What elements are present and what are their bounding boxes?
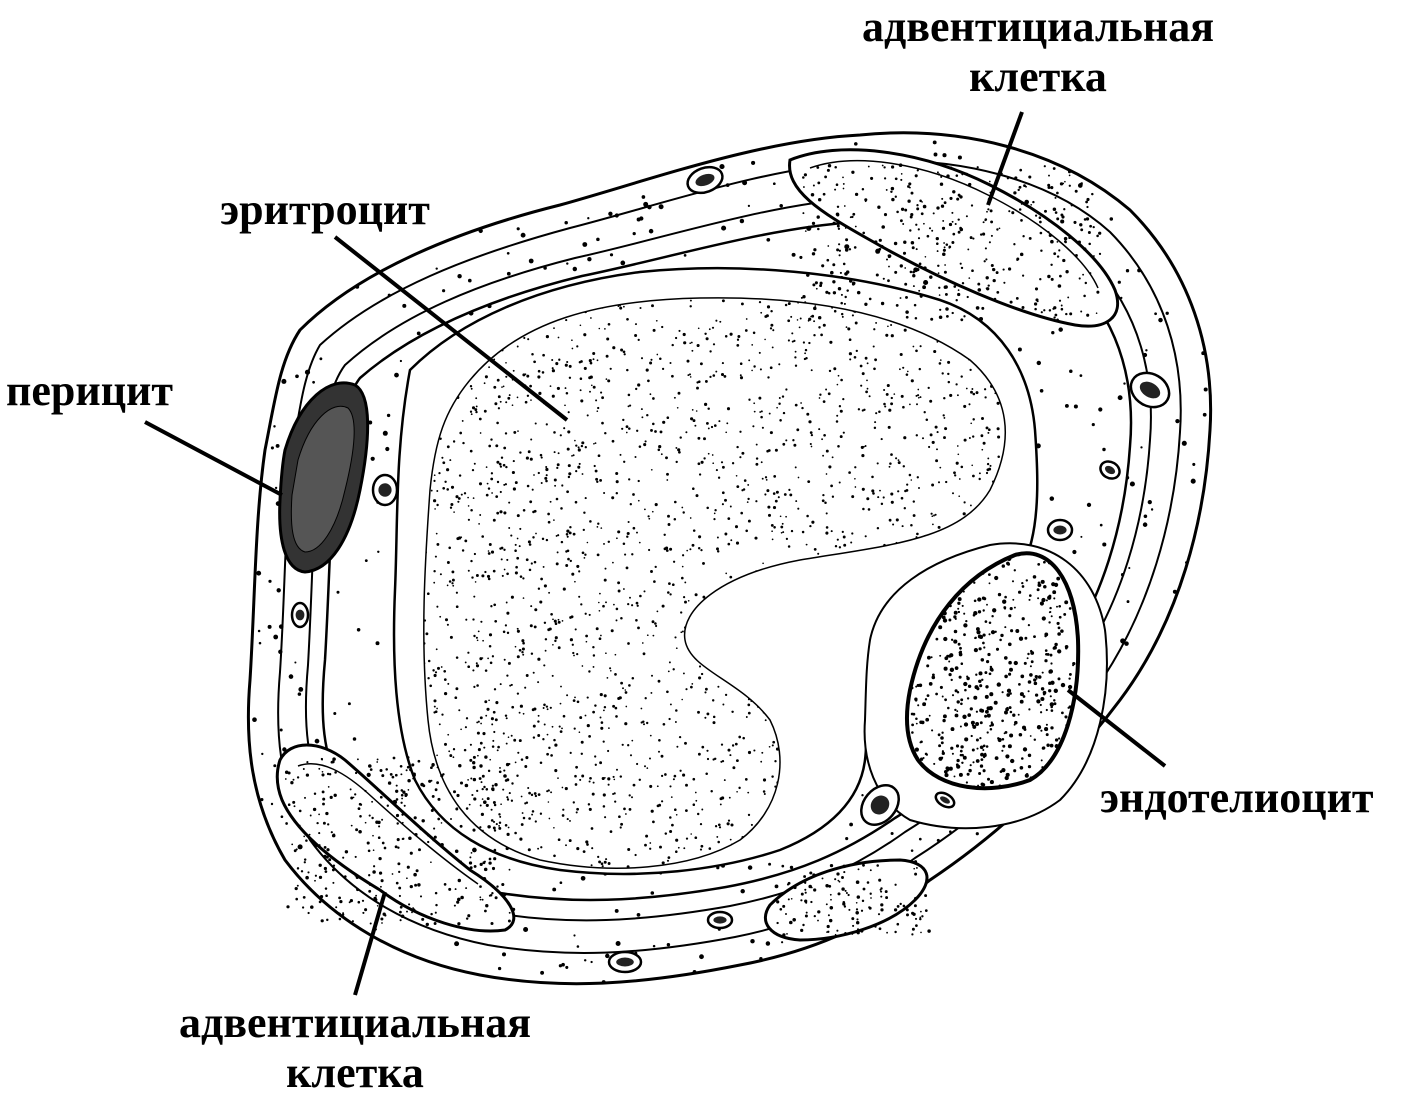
organelle-core (616, 958, 634, 967)
label-adventitial-cell-bottom-line1: адвентициальная (155, 998, 555, 1048)
label-erythrocyte: эритроцит (200, 185, 450, 235)
organelle-core (713, 916, 726, 923)
pointer-pericyte (145, 422, 282, 495)
organelle-core (296, 610, 305, 621)
label-adventitial-cell-bottom-line2: клетка (155, 1048, 555, 1098)
organelle-core (1053, 526, 1066, 535)
label-adventitial-cell-top: адвентициальная клетка (838, 2, 1238, 102)
label-adventitial-cell-top-line2: клетка (838, 52, 1238, 102)
label-adventitial-cell-top-line1: адвентициальная (838, 2, 1238, 52)
organelle-core (378, 483, 391, 497)
label-endotheliocyte: эндотелиоцит (1100, 773, 1412, 823)
label-adventitial-cell-bottom: адвентициальная клетка (155, 998, 555, 1098)
label-pericyte: перицит (6, 366, 196, 416)
